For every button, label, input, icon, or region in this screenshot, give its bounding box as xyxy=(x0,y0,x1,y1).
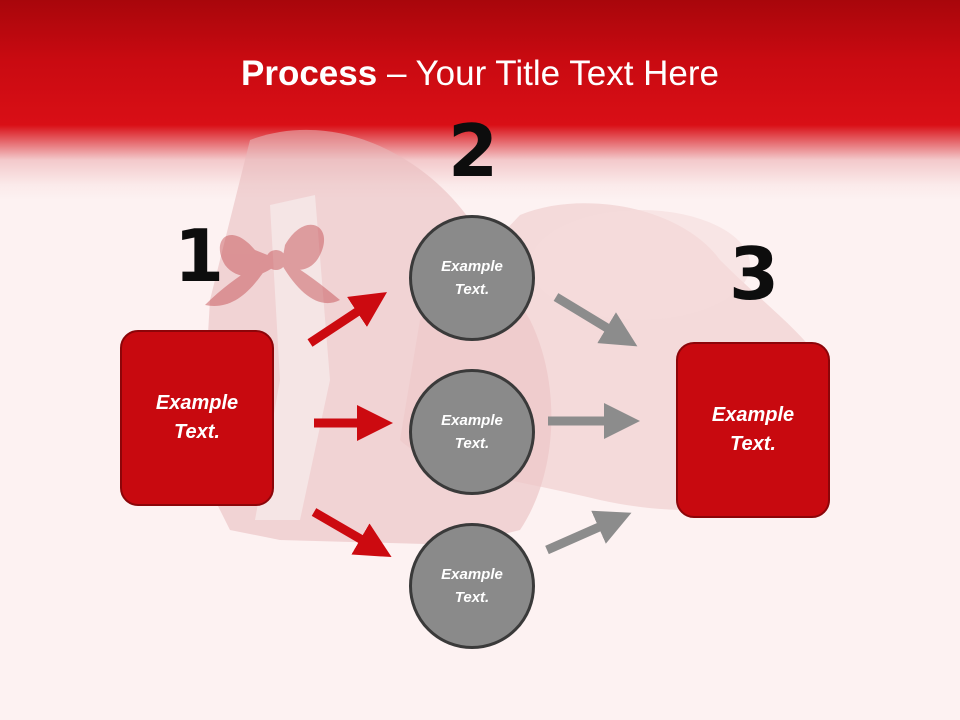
circle-2-text: Example Text. xyxy=(441,412,503,452)
step-3-box-text: Example Text. xyxy=(711,404,795,455)
step-number-3: 3 xyxy=(728,232,780,316)
process-circle-3: Example Text. xyxy=(409,523,535,649)
gray-arrow-from-circle-3 xyxy=(545,510,632,555)
circle-3-text: Example Text. xyxy=(441,566,503,606)
process-circle-1: Example Text. xyxy=(409,215,535,341)
title-bold: Process xyxy=(241,54,378,93)
step-number-1: 1 xyxy=(173,214,225,298)
process-circle-2: Example Text. xyxy=(409,369,535,495)
title-banner xyxy=(0,0,960,200)
red-arrow-to-circle-3 xyxy=(311,508,392,558)
step-3-box: Example Text. xyxy=(676,342,830,518)
step-1-box-text: Example Text. xyxy=(155,392,239,443)
red-arrow-to-circle-1 xyxy=(307,292,388,347)
circle-1-text: Example Text. xyxy=(441,258,503,298)
gray-arrow-from-circle-1 xyxy=(553,293,638,347)
page-title: Process – Your Title Text Here xyxy=(0,52,960,96)
title-rest: – Your Title Text Here xyxy=(377,54,719,93)
step-1-box: Example Text. xyxy=(120,330,274,506)
step-number-2: 2 xyxy=(447,109,499,193)
